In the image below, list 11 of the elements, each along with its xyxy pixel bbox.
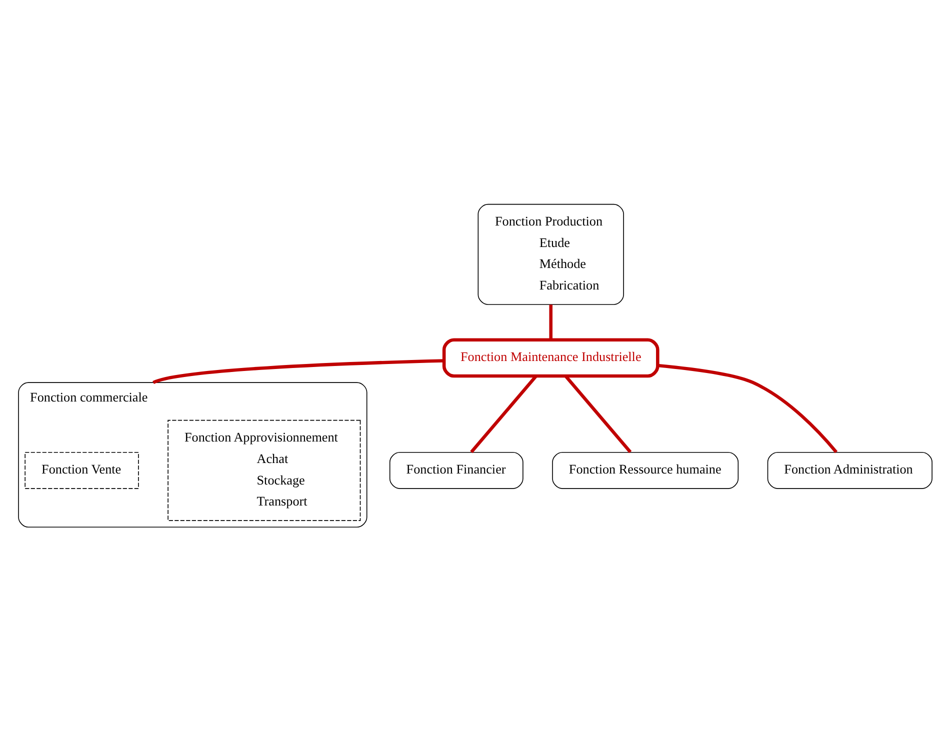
- node-box: Fonction Production Etude Méthode Fabrication: [478, 203, 624, 304]
- node-box: Fonction Approvisionnement Achat Stockage Transport: [168, 419, 361, 520]
- node-box: Fonction Ressource humaine: [552, 451, 739, 488]
- node-box: Fonction Administration: [767, 451, 932, 488]
- connector: [152, 358, 444, 384]
- node-box: Fonction Financier: [389, 451, 524, 488]
- node-box: Fonction Vente: [24, 451, 139, 488]
- connector: [564, 374, 632, 453]
- node-box: Fonction Maintenance Industrielle: [442, 338, 660, 378]
- connector: [549, 304, 552, 340]
- connector: [658, 363, 838, 453]
